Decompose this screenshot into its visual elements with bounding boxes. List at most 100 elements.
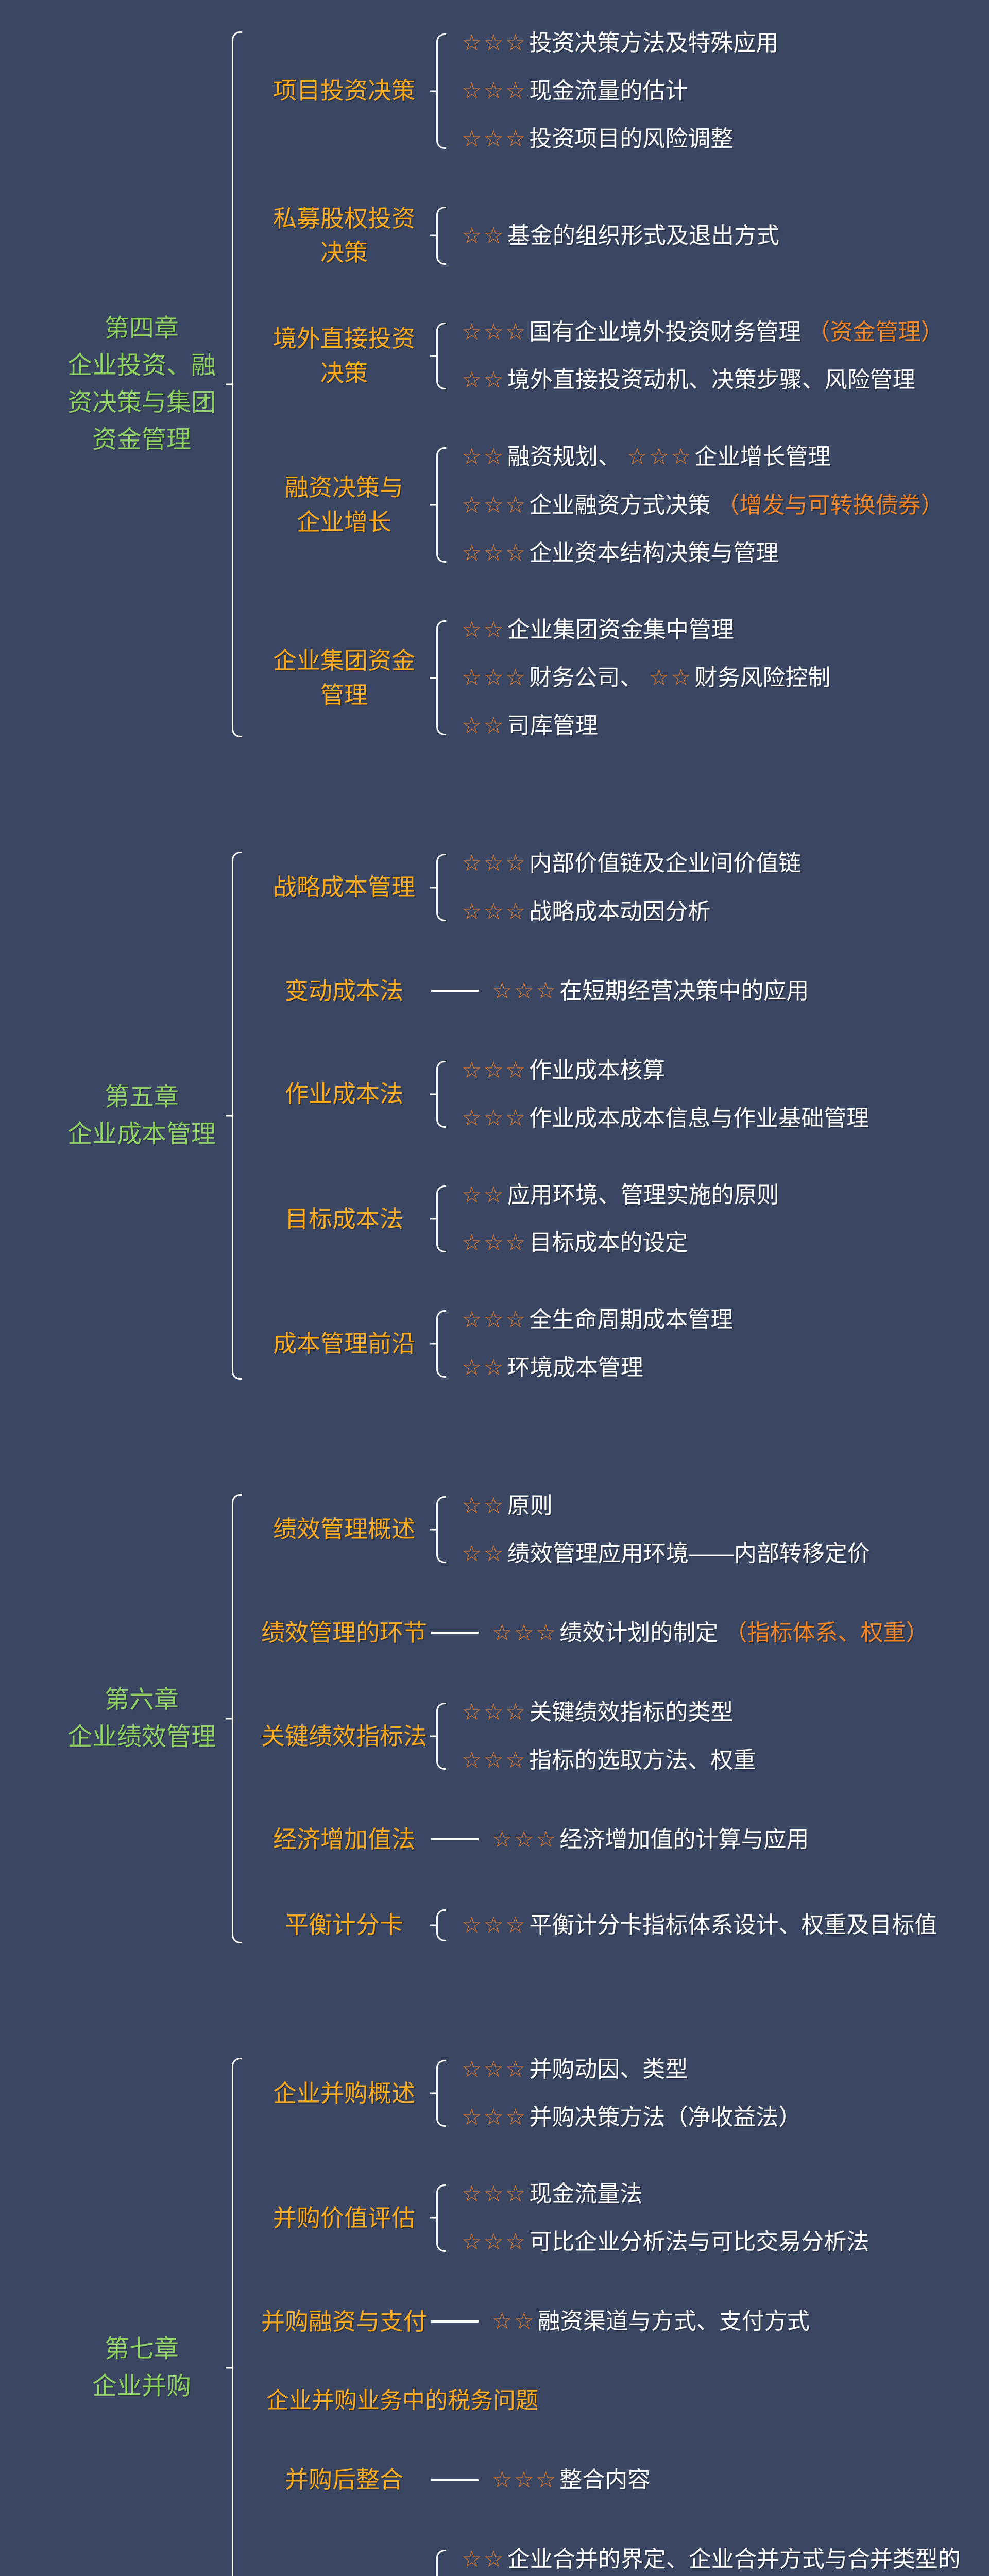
leaf-item: ☆☆☆目标成本的设定 [462,1228,779,1258]
star-rating-3: ☆☆☆ [462,492,527,518]
topic-name: 战略成本管理 [273,874,415,901]
star-rating-3: ☆☆☆ [462,1057,527,1083]
chapter-label: 第六章 企业绩效管理 [67,1686,216,1751]
item-text: 财务公司、 [529,665,649,691]
star-rating-3: ☆☆☆ [462,1230,527,1256]
leaf-item: ☆☆☆国有企业境外投资财务管理 （资金管理） [462,317,944,347]
leaf-item: ☆☆☆指标的选取方法、权重 [462,1745,756,1775]
dash-connector [431,1632,479,1634]
leaf-group: ☆☆融资渠道与方式、支付方式 [492,2307,810,2336]
topic-row: 目标成本法☆☆应用环境、管理实施的原则☆☆☆目标成本的设定 [259,1180,974,1258]
topic-row: 变动成本法 ☆☆☆在短期经营决策中的应用 [259,974,974,1008]
bracket-connector [436,206,446,265]
star-rating-3: ☆☆☆ [462,319,527,345]
item-text: 现金流量的估计 [529,78,688,104]
dash-connector [431,990,479,992]
topic-row: 平衡计分卡☆☆☆平衡计分卡指标体系设计、权重及目标值 [259,1904,974,1946]
item-text: 融资规划、 [507,444,627,470]
chapter-label: 第七章 企业并购 [92,2335,191,2400]
star-rating-3: ☆☆☆ [462,665,527,691]
topic-row: 境外直接投资 决策☆☆☆国有企业境外投资财务管理 （资金管理）☆☆境外直接投资动… [259,317,974,395]
leaf-group: ☆☆☆关键绩效指标的类型☆☆☆指标的选取方法、权重 [462,1698,756,1775]
star-rating-2: ☆☆ [492,2309,536,2334]
leaf-item: ☆☆☆战略成本动因分析 [462,897,801,926]
leaf-item: ☆☆应用环境、管理实施的原则 [462,1180,779,1210]
item-text: 战略成本动因分析 [529,899,711,924]
leaf-group: ☆☆企业集团资金集中管理☆☆☆财务公司、 ☆☆财务风险控制☆☆司库管理 [462,615,830,741]
item-text: 企业增长管理 [694,444,831,470]
topic-name: 企业并购概述 [273,2079,415,2107]
highlight-text: （指标体系、权重） [724,1620,929,1646]
item-text: 指标的选取方法、权重 [529,1747,756,1773]
star-rating-3: ☆☆☆ [462,1747,527,1773]
star-rating-2: ☆☆ [462,223,505,248]
star-rating-3: ☆☆☆ [492,2467,558,2493]
star-rating-2: ☆☆ [462,1540,505,1566]
leaf-group: ☆☆☆全生命周期成本管理☆☆环境成本管理 [462,1305,733,1382]
item-text: 并购动因、类型 [529,2056,688,2082]
star-rating-3: ☆☆☆ [462,78,527,104]
item-text: 融资渠道与方式、支付方式 [537,2309,810,2334]
leaf-item: ☆☆☆企业资本结构决策与管理 [462,538,944,568]
topic-name: 变动成本法 [285,977,403,1004]
bracket-connector [436,447,446,563]
leaf-item: ☆☆基金的组织形式及退出方式 [462,221,779,250]
leaf-group: ☆☆☆绩效计划的制定 （指标体系、权重） [492,1618,929,1648]
topic-row: 企业并购概述☆☆☆并购动因、类型☆☆☆并购决策方法（净收益法） [259,2055,974,2132]
item-text: 现金流量法 [529,2181,643,2207]
dash-connector [431,2479,479,2481]
item-text: 基金的组织形式及退出方式 [507,223,779,248]
star-rating-3: ☆☆☆ [462,2104,527,2130]
topic-name: 私募股权投资 决策 [273,205,415,266]
topic-row: 成本管理前沿☆☆☆全生命周期成本管理☆☆环境成本管理 [259,1305,974,1382]
topic-name: 作业成本法 [285,1080,403,1108]
leaf-item: ☆☆☆作业成本成本信息与作业基础管理 [462,1104,869,1133]
star-rating-3: ☆☆☆ [462,540,527,566]
chapter-label: 第五章 企业成本管理 [67,1083,216,1148]
leaf-item: ☆☆☆现金流量法 [462,2179,869,2209]
bracket-connector [436,2184,446,2252]
item-text: 企业并购业务中的税务问题 [266,2388,538,2414]
leaf-item: ☆☆☆作业成本核算 [462,1056,869,1085]
item-text: 目标成本的设定 [529,1230,688,1256]
leaf-item: ☆☆融资渠道与方式、支付方式 [492,2307,810,2336]
item-text: 境外直接投资动机、决策步骤、风险管理 [507,367,915,393]
item-text: 平衡计分卡指标体系设计、权重及目标值 [529,1912,937,1938]
topic-row: 绩效管理的环节 ☆☆☆绩效计划的制定 （指标体系、权重） [259,1616,974,1650]
leaf-item: ☆☆环境成本管理 [462,1353,733,1382]
star-rating-2: ☆☆ [462,617,505,642]
topic-row: 项目投资决策☆☆☆投资决策方法及特殊应用☆☆☆现金流量的估计☆☆☆投资项目的风险… [259,28,974,154]
topic-name: 绩效管理的环节 [261,1619,427,1646]
highlight-text: （资金管理） [807,319,944,345]
topic-row: 融资决策与 企业增长☆☆融资规划、 ☆☆☆企业增长管理☆☆☆企业融资方式决策 （… [259,442,974,568]
leaf-item: ☆☆☆现金流量的估计 [462,76,778,106]
leaf-item: ☆☆☆并购动因、类型 [462,2055,801,2084]
standalone-item: 企业并购业务中的税务问题 [259,2386,974,2415]
item-text: 投资决策方法及特殊应用 [529,30,779,56]
leaf-group: ☆☆原则☆☆绩效管理应用环境——内部转移定价 [462,1491,870,1568]
star-rating-3: ☆☆☆ [462,30,527,56]
item-text: 内部价值链及企业间价值链 [529,851,802,876]
star-rating-3: ☆☆☆ [492,1620,558,1646]
leaf-item: ☆☆境外直接投资动机、决策步骤、风险管理 [462,365,944,395]
bracket-connector [436,2550,446,2576]
item-text: 全生命周期成本管理 [529,1307,734,1333]
leaf-group: ☆☆☆平衡计分卡指标体系设计、权重及目标值 [462,1910,937,1940]
leaf-item: ☆☆司库管理 [462,711,830,740]
chapter-7: 第七章 企业并购企业并购概述☆☆☆并购动因、类型☆☆☆并购决策方法（净收益法）并… [57,2055,974,2576]
leaf-item: ☆☆☆内部价值链及企业间价值链 [462,849,801,878]
leaf-item: ☆☆企业集团资金集中管理 [462,615,830,645]
star-rating-3: ☆☆☆ [462,126,527,152]
leaf-group: ☆☆☆在短期经营决策中的应用 [492,976,809,1006]
topic-row: 并购后整合☆☆☆整合内容 [259,2463,974,2497]
bracket-connector [436,620,446,736]
star-rating-2: ☆☆ [462,713,505,739]
leaf-group: ☆☆☆整合内容 [492,2465,650,2495]
leaf-item: ☆☆原则 [462,1491,870,1520]
bracket-connector [436,33,446,149]
leaf-item: ☆☆融资规划、 ☆☆☆企业增长管理 [462,442,944,471]
item-text: 绩效计划的制定 [559,1620,725,1646]
bracket-connector [436,1060,446,1128]
mindmap: 第四章 企业投资、融 资决策与集团 资金管理项目投资决策☆☆☆投资决策方法及特殊… [57,28,974,2576]
dash-connector [431,1838,479,1841]
